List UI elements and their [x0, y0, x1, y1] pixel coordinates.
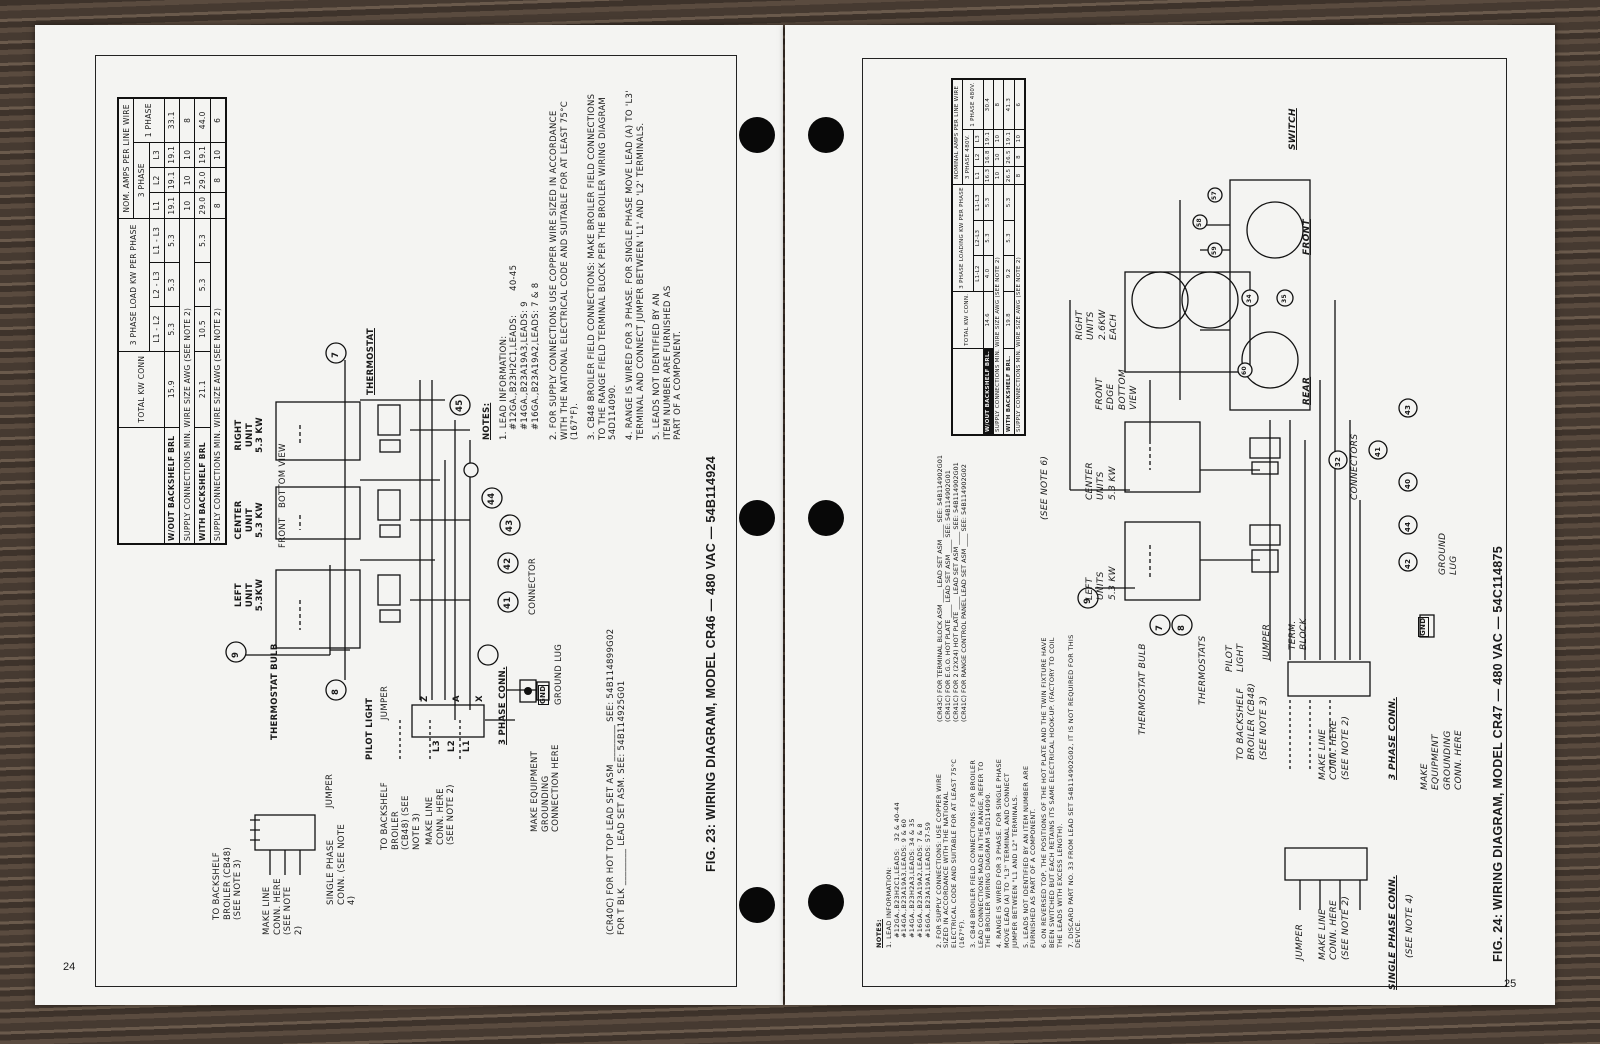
backshelf-broiler-label: TO BACKSHELF BROILER (CB48) (SEE NOTE 3) [1236, 682, 1269, 760]
ground-lug-label: GROUND LUG [1438, 532, 1460, 575]
item-32-label: 32 [1334, 456, 1342, 467]
item-42-label: 42 [1404, 558, 1412, 569]
binding-hole [739, 887, 775, 923]
binding-hole [808, 884, 844, 920]
left-page [35, 25, 783, 1005]
grounding-note: MAKE EQUIPMENT GROUNDING CONN. HERE [1420, 730, 1464, 790]
front-label: FRONT [1302, 219, 1312, 255]
make-line-conn-label: MAKE LINE CONN. HERE (SEE NOTE 2) [1318, 715, 1351, 780]
single-phase-terminal-block [1284, 847, 1368, 881]
center-unit-element [275, 486, 361, 540]
binding-hole [739, 500, 775, 536]
item-41-label: 41 [1374, 446, 1382, 457]
item-58-label: 58 [1196, 218, 1203, 227]
right-unit-element [275, 401, 361, 461]
front-switch [1246, 201, 1304, 259]
left-page-number: 24 [63, 961, 76, 973]
front-edge-label: FRONT EDGE BOTTOM VIEW [1095, 369, 1139, 410]
thermostat-bulb-label: THERMOSTAT BULB [1138, 643, 1148, 735]
binding-hole [808, 500, 844, 536]
item-60-label: 60 [1241, 366, 1248, 375]
right-units-label: RIGHT UNITS 2.6KW EACH [1075, 309, 1119, 340]
thermostats-label: THERMOSTATS [1198, 635, 1208, 705]
connectors-label: CONNECTORS [1350, 433, 1360, 500]
binding-hole [808, 117, 844, 153]
item-44-label: 44 [1404, 521, 1412, 532]
single-phase-jumper-label: JUMPER [1295, 923, 1305, 960]
switch-box [1229, 179, 1311, 411]
right-page-number: 25 [1504, 978, 1517, 990]
switch-label: SWITCH [1288, 108, 1298, 150]
center-units-element [1124, 421, 1201, 493]
see-note-6-label: (SEE NOTE 6) [1040, 455, 1050, 520]
terminal-block [1287, 661, 1371, 697]
terminal-block [411, 704, 485, 738]
right-units-box [1124, 271, 1251, 373]
item-57-label: 57 [1211, 191, 1218, 200]
rear-switch [1241, 331, 1299, 389]
jumper-label: JUMPER [1262, 623, 1272, 660]
left-page-frame [95, 55, 737, 987]
right-page [785, 25, 1555, 1005]
item-7-label: 7 [1155, 624, 1165, 631]
rear-label: REAR [1302, 376, 1312, 405]
item-34-label: 34 [1246, 294, 1253, 303]
single-phase-make-line-label: MAKE LINE CONN. HERE (SEE NOTE 2) [1318, 895, 1351, 960]
item-59-label: 59 [1211, 246, 1218, 255]
left-unit-element [275, 569, 361, 649]
3-phase-conn-label: 3 PHASE CONN. [1388, 697, 1398, 780]
left-units-label: LEFT UNITS 5.3 KW [1085, 566, 1118, 600]
left-units-element [1124, 521, 1201, 601]
single-phase-conn-label: SINGLE PHASE CONN. [1388, 875, 1398, 990]
center-units-label: CENTER UNITS 5.3 KW [1085, 462, 1118, 500]
item-43-label: 43 [1404, 404, 1412, 415]
see-note-4-label: (SEE NOTE 4) [1405, 893, 1415, 958]
pilot-light-label: PILOT LIGHT [1225, 643, 1247, 672]
item-8-label: 8 [1177, 624, 1187, 631]
term-block-label: TERM. BLOCK [1288, 618, 1310, 650]
item-35-label: 35 [1281, 294, 1288, 303]
item-40-label: 40 [1404, 478, 1412, 489]
right-page-frame [862, 58, 1507, 987]
gnd-label: GND [1418, 616, 1429, 637]
binding-hole [739, 117, 775, 153]
